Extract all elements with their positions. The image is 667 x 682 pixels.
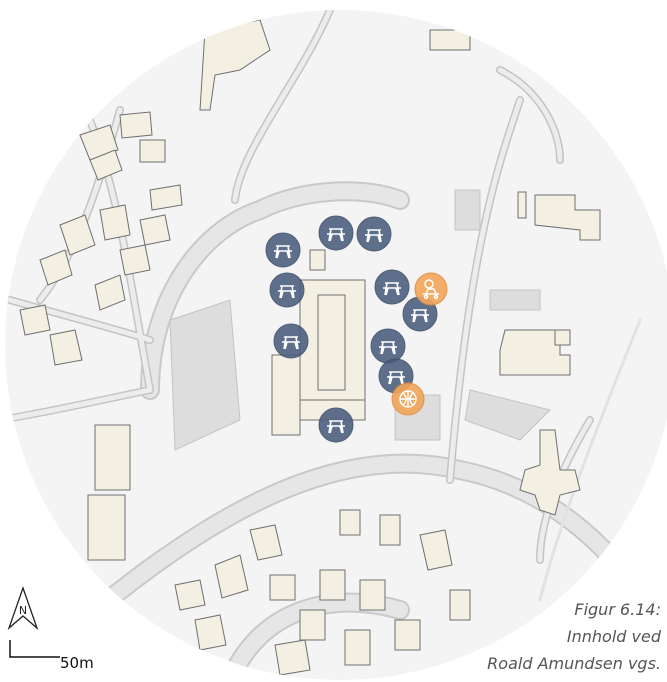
basketball-marker[interactable] [391, 382, 425, 416]
sport-markers [391, 272, 448, 416]
picnic-table-marker[interactable] [265, 232, 301, 268]
caption-line-1: Figur 6.14: [574, 600, 661, 619]
figure-caption: Figur 6.14: Innhold ved Roald Amundsen v… [361, 596, 661, 677]
basketball-icon [399, 390, 417, 408]
picnic-table-marker[interactable] [374, 269, 410, 305]
picnic-table-marker[interactable] [273, 323, 309, 359]
caption-line-3: Roald Amundsen vgs. [487, 654, 661, 673]
north-arrow-icon: N [7, 586, 39, 631]
skateboard-marker[interactable] [414, 272, 448, 306]
picnic-table-marker[interactable] [356, 216, 392, 252]
caption-line-2: Innhold ved [566, 627, 661, 646]
scale-bar-line [9, 640, 60, 658]
north-label: N [19, 604, 27, 617]
scale-bar-label: 50m [60, 654, 94, 672]
road-network [5, 10, 667, 680]
picnic-table-marker[interactable] [318, 215, 354, 251]
picnic-table-marker[interactable] [370, 328, 406, 364]
skateboard-icon [423, 279, 439, 300]
picnic-table-marker[interactable] [269, 272, 305, 308]
paved-areas [169, 189, 551, 451]
buildings [19, 19, 601, 676]
picnic-table-marker[interactable] [318, 407, 354, 443]
